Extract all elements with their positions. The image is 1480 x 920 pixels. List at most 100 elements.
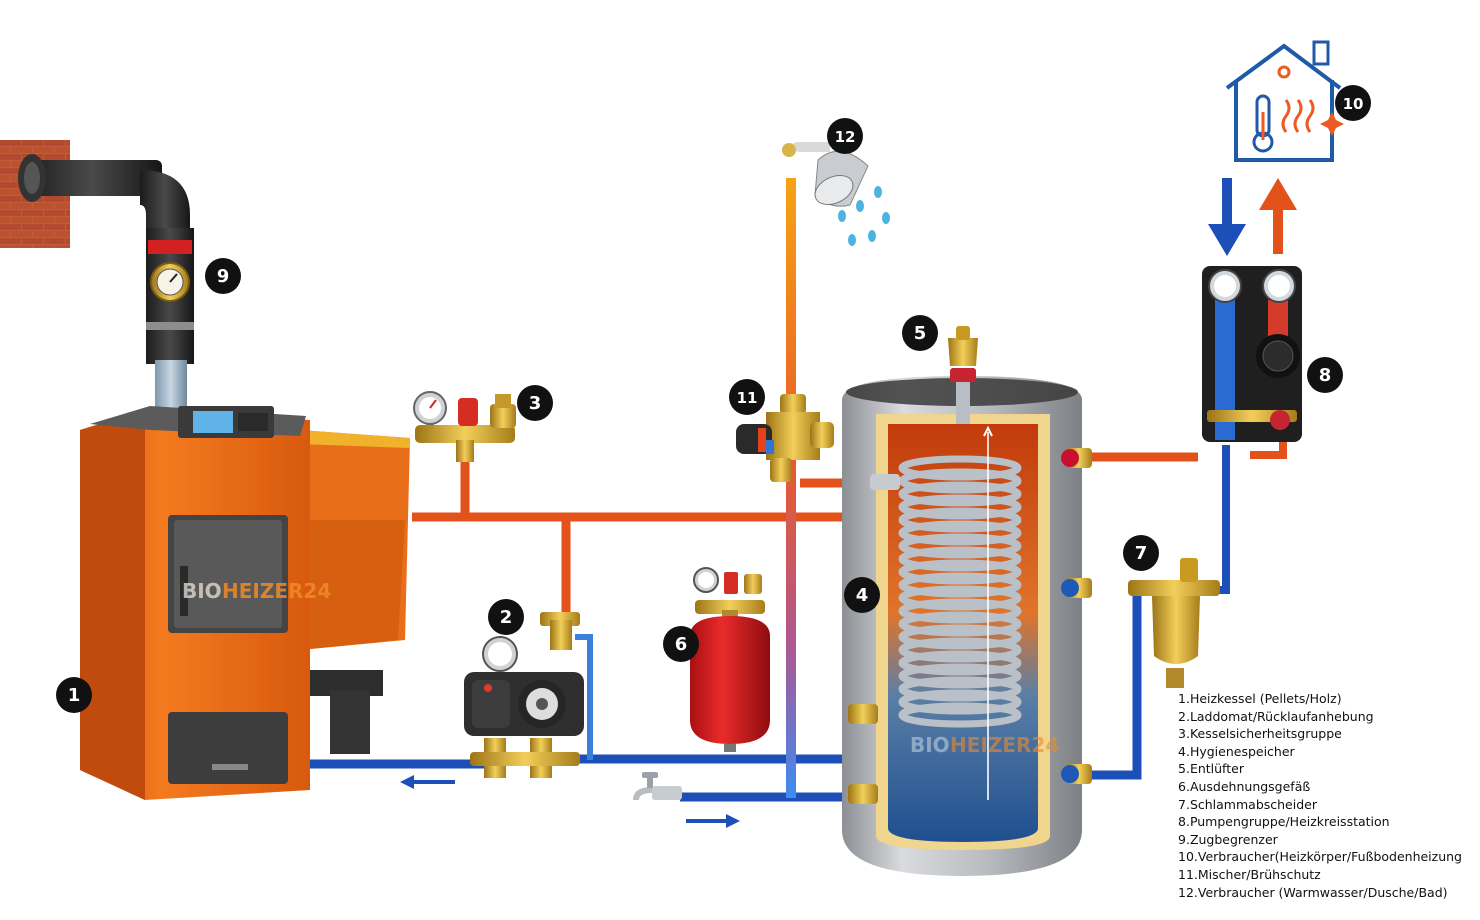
- draft-regulator: [148, 240, 192, 302]
- brand-right-tank: HEIZER24: [950, 733, 1059, 757]
- legend-item: 8.Pumpengruppe/Heizkreisstation: [1178, 813, 1478, 831]
- svg-text:7: 7: [1135, 543, 1148, 564]
- legend-item-number: 5.: [1178, 761, 1190, 777]
- legend-item: 1.Heizkessel (Pellets/Holz): [1178, 690, 1478, 708]
- brand-left-boiler: BIO: [182, 579, 222, 603]
- marker-3: 3: [517, 385, 553, 421]
- legend-item: 6.Ausdehnungsgefäß: [1178, 778, 1478, 796]
- tank-ports: [848, 448, 1092, 804]
- brand-right-boiler: HEIZER24: [222, 579, 331, 603]
- legend-item-text: Kesselsicherheitsgruppe: [1189, 726, 1342, 742]
- svg-text:4: 4: [856, 585, 869, 606]
- legend-item-text: Pumpengruppe/Heizkreisstation: [1189, 814, 1390, 830]
- legend-item-text: Zugbegrenzer: [1189, 831, 1278, 847]
- coil-turn: [898, 585, 1022, 611]
- legend-item-number: 10.: [1178, 849, 1198, 865]
- legend-item-number: 9.: [1178, 831, 1190, 847]
- marker-9: 9: [205, 258, 241, 294]
- legend-item-number: 6.: [1178, 778, 1190, 794]
- legend-item-number: 11.: [1178, 866, 1198, 882]
- legend-item-text: Laddomat/Rücklaufanhebung: [1189, 708, 1374, 724]
- brand-left-tank: BIO: [910, 733, 950, 757]
- coil-turn: [898, 611, 1022, 637]
- legend-item-text: Entlüfter: [1189, 761, 1244, 777]
- thermostatic-mixer: [736, 394, 834, 482]
- svg-text:1: 1: [68, 685, 81, 706]
- legend-item-text: Schlammabscheider: [1189, 796, 1317, 812]
- hygiene-storage-tank: BIO HEIZER24: [842, 376, 1092, 876]
- coil-turn: [898, 481, 1022, 507]
- legend-item-number: 2.: [1178, 708, 1190, 724]
- coil-turn: [898, 572, 1022, 598]
- legend-item: 9.Zugbegrenzer: [1178, 831, 1478, 849]
- marker-6: 6: [663, 626, 699, 662]
- marker-1: 1: [56, 677, 92, 713]
- marker-4: 4: [844, 577, 880, 613]
- legend-item: 11.Mischer/Brühschutz: [1178, 866, 1478, 884]
- legend-item: 12.Verbraucher (Warmwasser/Dusche/Bad): [1178, 884, 1478, 902]
- legend-item: 2.Laddomat/Rücklaufanhebung: [1178, 708, 1478, 726]
- dhw-riser-pipe: [786, 178, 796, 798]
- laddomat-unit: [464, 612, 584, 778]
- expansion-vessel: [690, 567, 770, 752]
- coil-turn: [898, 533, 1022, 559]
- legend-item-text: Heizkessel (Pellets/Holz): [1189, 691, 1342, 706]
- legend-item-text: Ausdehnungsgefäß: [1189, 778, 1311, 794]
- boiler-safety-group: [413, 391, 516, 462]
- legend-item-text: Hygienespeicher: [1189, 743, 1295, 759]
- air-vent: [948, 326, 978, 424]
- marker-11: 11: [729, 379, 765, 415]
- legend-item-number: 3.: [1178, 726, 1190, 742]
- legend-item: 4.Hygienespeicher: [1178, 743, 1478, 761]
- water-drops: [838, 186, 890, 246]
- legend-item-number: 7.: [1178, 796, 1190, 812]
- svg-text:9: 9: [217, 266, 230, 287]
- coil-turn: [898, 520, 1022, 546]
- legend-item-number: 4.: [1178, 743, 1190, 759]
- legend-item: 5.Entlüfter: [1178, 760, 1478, 778]
- legend-item: 10.Verbraucher(Heizkörper/Fußbodenheizun…: [1178, 848, 1478, 866]
- marker-2: 2: [488, 599, 524, 635]
- shower-head: [782, 142, 890, 246]
- coil-turn: [898, 637, 1022, 663]
- boiler: BIO HEIZER24: [80, 406, 410, 800]
- sludge-separator: [1128, 558, 1220, 688]
- legend-item-text: Verbraucher(Heizkörper/Fußbodenheizung: [1197, 849, 1462, 865]
- legend-item: 7.Schlammabscheider: [1178, 796, 1478, 814]
- coil-turn: [898, 598, 1022, 624]
- marker-12: 12: [827, 118, 863, 154]
- legend-item-text: Mischer/Brühschutz: [1197, 866, 1321, 882]
- marker-5: 5: [902, 315, 938, 351]
- svg-text:12: 12: [835, 128, 856, 146]
- heating-return-pipe-lower: [1090, 590, 1142, 780]
- coil-turn: [898, 507, 1022, 533]
- svg-text:6: 6: [675, 634, 688, 655]
- svg-text:3: 3: [529, 393, 542, 414]
- marker-7: 7: [1123, 535, 1159, 571]
- marker-8: 8: [1307, 357, 1343, 393]
- marker-10: 10: [1335, 85, 1371, 121]
- number-markers: 1 2 3 4 5 6 7 8 9 10 11 12: [56, 85, 1371, 713]
- legend-item-number: 8.: [1178, 814, 1190, 830]
- coil-turn: [898, 650, 1022, 676]
- legend-item-number: 12.: [1178, 884, 1198, 900]
- svg-text:10: 10: [1343, 95, 1364, 113]
- legend-item-text: Verbraucher (Warmwasser/Dusche/Bad): [1197, 884, 1448, 900]
- pump-station: [1202, 266, 1302, 442]
- coil-turn: [898, 676, 1022, 702]
- coil-turn: [898, 455, 1022, 481]
- legend-item: 3.Kesselsicherheitsgruppe: [1178, 725, 1478, 743]
- coil-turn: [898, 546, 1022, 572]
- laddomat-bypass: [575, 634, 593, 760]
- svg-text:11: 11: [737, 389, 758, 407]
- house-consumer: [1225, 40, 1344, 162]
- coil-turn: [898, 559, 1022, 585]
- legend-item-number: 1.: [1178, 691, 1190, 706]
- component-legend: 1.Heizkessel (Pellets/Holz)2.Laddomat/Rü…: [1178, 690, 1478, 901]
- water-tap: [633, 772, 682, 801]
- pipe-network: [310, 178, 1287, 802]
- heat-exchanger-coil: [898, 455, 1022, 728]
- coil-turn: [898, 702, 1022, 728]
- coil-turn: [898, 663, 1022, 689]
